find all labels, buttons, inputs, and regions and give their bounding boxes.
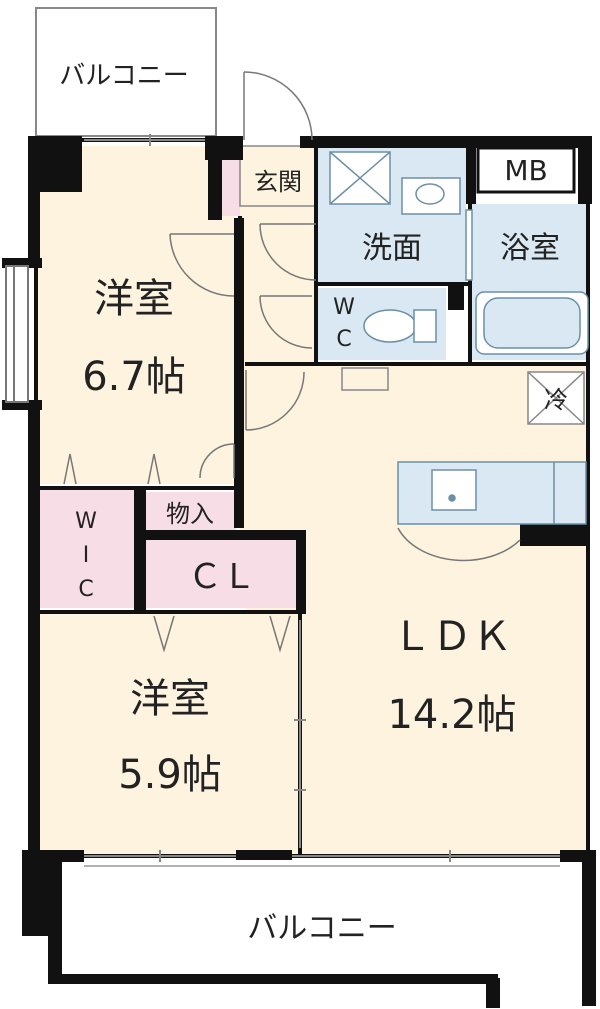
door-swings [63, 71, 521, 653]
monoire-label: 物入 [166, 500, 214, 528]
balcony-top-area [35, 7, 217, 137]
balcony-bottom-area [62, 862, 582, 974]
genkan-floor [222, 146, 240, 216]
fridge-label: 冷 [544, 386, 568, 414]
ldk-floor-extension [240, 364, 300, 534]
kitchen-counter [397, 461, 587, 525]
balcony-top-label: バルコニー [59, 61, 188, 91]
toilet [363, 309, 417, 343]
balcony-sliding-doors [84, 134, 560, 862]
genkan-step [239, 145, 317, 207]
bedroom-2-size: 5.9帖 [118, 752, 222, 798]
balcony-bottom-label: バルコニー [247, 911, 396, 946]
senmen-label: 洗面 [362, 231, 422, 266]
window-left [5, 265, 29, 403]
ldk-size: 14.2帖 [387, 692, 516, 738]
wic-label-i: I [83, 543, 90, 568]
wic-label-c: C [78, 577, 93, 602]
fixtures [329, 151, 589, 525]
bedroom-2-floor [36, 612, 302, 856]
wc-label-w: W [333, 295, 355, 320]
bedroom-1-size: 6.7帖 [82, 354, 186, 400]
mb-box [476, 146, 576, 194]
bedroom-1-floor [36, 146, 234, 484]
wic-label-w: W [75, 509, 97, 534]
cl-floor [146, 540, 298, 608]
wc-label-c: C [336, 327, 351, 352]
ldk-name: ＬＤＫ [392, 614, 512, 660]
bedroom-2-name: 洋室 [130, 676, 210, 722]
cl-label: ＣＬ [188, 557, 256, 597]
yokushitsu-label: 浴室 [500, 231, 560, 266]
mb-label: MB [504, 154, 547, 187]
wic-floor [38, 490, 134, 608]
bedroom-1-name: 洋室 [94, 276, 174, 322]
genkan-label: 玄関 [254, 168, 302, 196]
monoire-floor [144, 492, 236, 532]
